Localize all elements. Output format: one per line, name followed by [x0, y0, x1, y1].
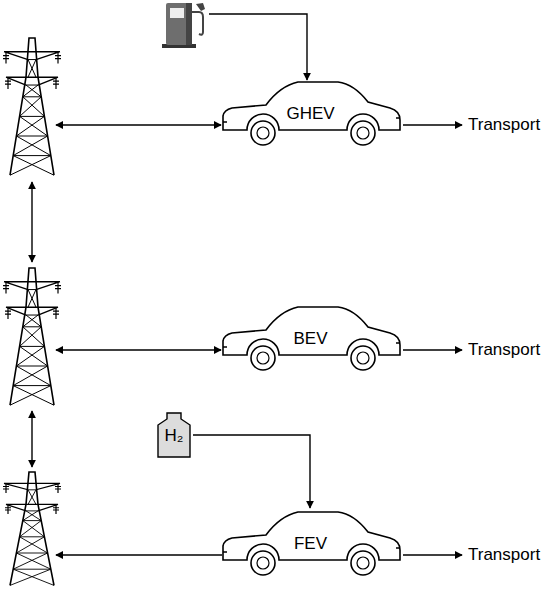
bottle-body: [158, 413, 190, 457]
pylon-symbol: [3, 38, 61, 175]
output-label: Transport: [468, 340, 540, 360]
vehicle-node: GHEV: [218, 78, 403, 150]
car-wheel: [351, 121, 375, 145]
car-body: [223, 512, 400, 560]
fuel-name: H₂: [165, 426, 184, 446]
fuel-pump: [162, 3, 205, 48]
output-label: Transport: [468, 545, 540, 565]
car-wheel: [351, 551, 375, 575]
vehicle-name: BEV: [293, 329, 327, 349]
vehicle-name: FEV: [294, 534, 327, 554]
grid-link: [56, 124, 221, 125]
wheel-hub: [257, 557, 269, 569]
grid-link: [31, 182, 32, 262]
pump-hose: [192, 12, 203, 35]
pump-nozzle: [196, 3, 205, 11]
car-body: [223, 82, 400, 130]
output-arrow: [403, 349, 462, 350]
car-wheel: [351, 346, 375, 370]
wheel-hub: [257, 352, 269, 364]
pump-display: [170, 8, 184, 18]
label-slot: Transport: [468, 340, 540, 360]
wheel-hub: [357, 352, 369, 364]
car-wheel: [251, 551, 275, 575]
vehicle-node: BEV: [218, 303, 403, 375]
fuel-line: [209, 14, 307, 80]
vehicle-name: GHEV: [286, 104, 334, 124]
car-body: [223, 307, 400, 355]
supply-connector: [193, 435, 310, 508]
pump-body: [166, 3, 192, 45]
car-wheel: [251, 346, 275, 370]
wheel-hub: [357, 557, 369, 569]
grid-link: [31, 411, 32, 467]
label-slot: Transport: [468, 545, 540, 565]
wheel-hub: [357, 127, 369, 139]
hydrogen-tank: H₂: [155, 412, 193, 458]
pump-shade: [186, 3, 192, 45]
output-arrow: [403, 124, 462, 125]
car-wheel: [251, 121, 275, 145]
pylon-symbol: [3, 472, 61, 585]
label-slot: Transport: [468, 115, 540, 135]
layout-arrows: [32, 14, 462, 555]
grid-link: [56, 554, 222, 555]
grid-link: [56, 349, 221, 350]
pylon-symbol: [3, 268, 61, 405]
output-label: Transport: [468, 115, 540, 135]
vehicle-node: FEV: [218, 508, 403, 580]
wheel-hub: [257, 127, 269, 139]
output-arrow: [403, 554, 462, 555]
